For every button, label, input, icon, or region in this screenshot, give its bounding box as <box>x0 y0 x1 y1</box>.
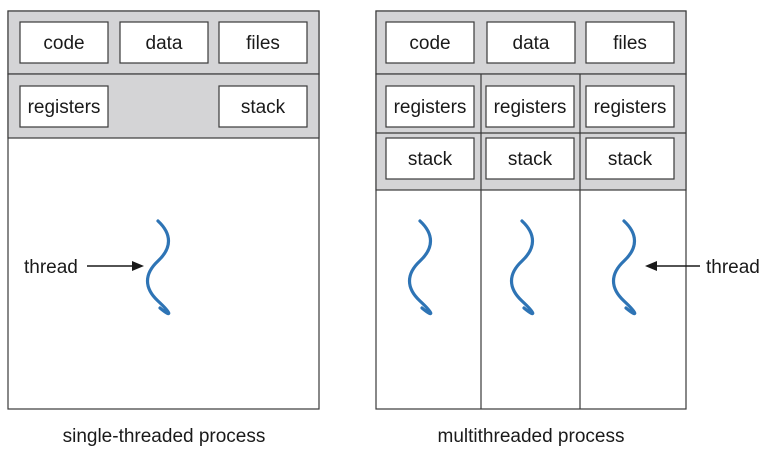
single-thread-label: thread <box>24 257 78 278</box>
multi-files-label: files <box>613 33 647 54</box>
multithreaded-process: code data files registers stack register… <box>375 10 760 447</box>
single-code-box <box>19 21 109 64</box>
multi-files-box <box>585 21 675 64</box>
thread3-stack-label: stack <box>608 149 653 170</box>
single-registers-box <box>19 85 109 128</box>
thread2-registers-box <box>485 85 575 128</box>
single-stack-label: stack <box>241 97 286 118</box>
single-files-box <box>218 21 308 64</box>
single-files-label: files <box>246 33 280 54</box>
single-data-label: data <box>146 33 183 54</box>
thread1-registers-label: registers <box>394 97 467 118</box>
multi-data-label: data <box>513 33 550 54</box>
single-caption: single-threaded process <box>63 426 266 447</box>
thread3-registers-box <box>585 85 675 128</box>
multi-code-box <box>385 21 475 64</box>
thread2-squiggle-icon <box>509 219 535 316</box>
thread1-squiggle-icon <box>407 219 433 316</box>
single-thread-arrowhead-icon <box>132 261 144 271</box>
multi-caption: multithreaded process <box>438 426 625 447</box>
single-registers-label: registers <box>28 97 101 118</box>
thread3-squiggle-icon <box>611 219 637 316</box>
thread1-stack-label: stack <box>408 149 453 170</box>
multi-thread-arrowhead-icon <box>645 261 657 271</box>
single-data-box <box>119 21 209 64</box>
multi-data-box <box>486 21 576 64</box>
multi-thread-label: thread <box>706 257 760 278</box>
thread1-stack-box <box>385 137 475 180</box>
thread2-stack-box <box>485 137 575 180</box>
thread1-registers-box <box>385 85 475 128</box>
thread3-registers-label: registers <box>594 97 667 118</box>
thread3-stack-box <box>585 137 675 180</box>
single-thread-squiggle-icon <box>145 219 171 316</box>
single-threaded-process: code data files registers stack thread s… <box>7 10 320 447</box>
single-stack-box <box>218 85 308 128</box>
single-code-label: code <box>43 33 84 54</box>
thread2-registers-label: registers <box>494 97 567 118</box>
multi-code-label: code <box>409 33 450 54</box>
thread2-stack-label: stack <box>508 149 553 170</box>
